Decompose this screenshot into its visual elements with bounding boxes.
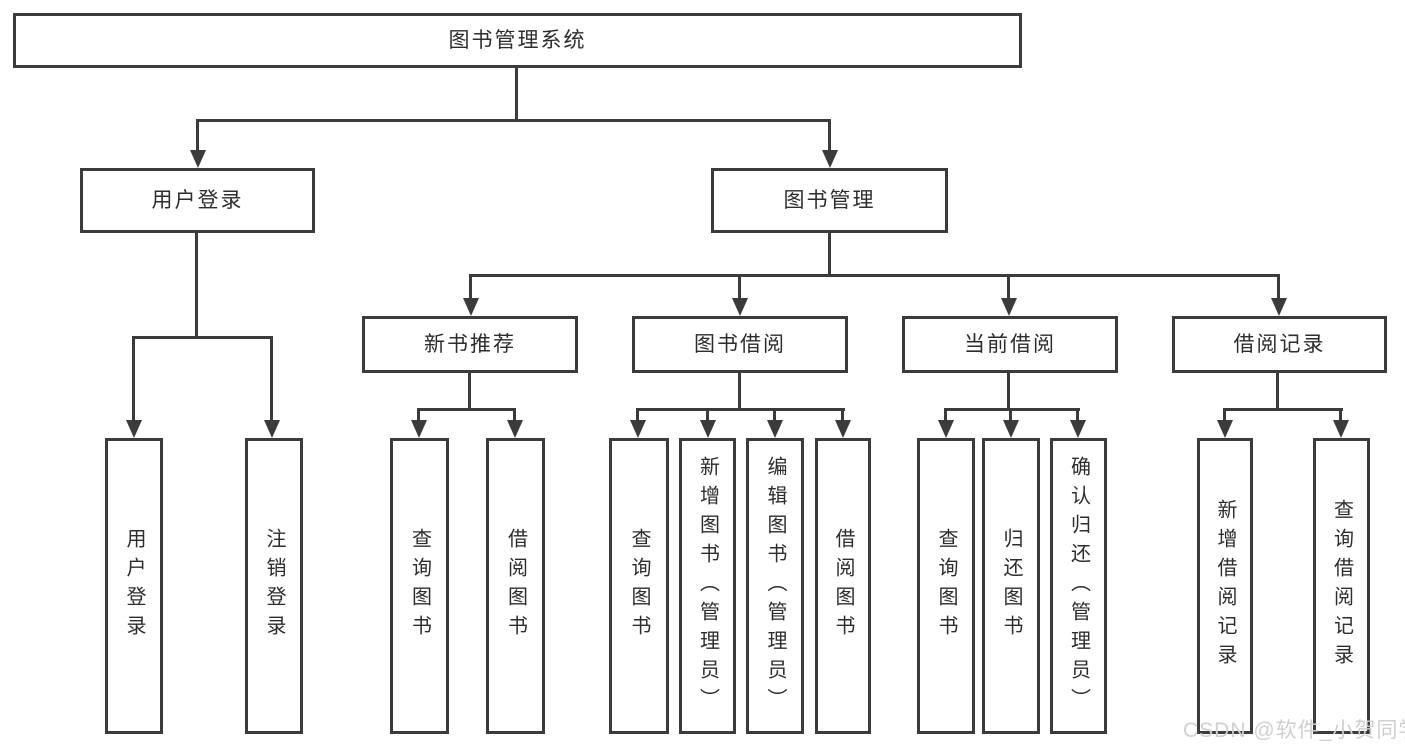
connector-line [270,338,273,420]
arrowhead-down-icon [1001,298,1017,316]
arrowhead-down-icon [463,298,479,316]
arrowhead-down-icon [1271,298,1287,316]
node-new-book-recommend: 新书推荐 [362,316,578,373]
connector-line [468,373,471,411]
connector-line [1009,410,1012,420]
connector-line [1276,373,1279,411]
leaf-query-books-recommend: 查询图书 [390,438,449,734]
connector-line [636,408,845,411]
node-label: 当前借阅 [964,333,1056,356]
leaf-borrow-books-recommend: 借阅图书 [486,438,545,734]
arrowhead-down-icon [126,420,142,438]
connector-line [828,121,831,150]
arrowhead-down-icon [411,420,427,438]
node-label: 查询图书 [408,528,431,644]
leaf-query-books-borrow: 查询图书 [609,438,669,734]
node-label: 确认归还（管理员） [1067,455,1090,717]
node-label: 用户登录 [151,189,244,212]
connector-line [841,410,844,420]
node-label: 借阅图书 [832,528,854,644]
connector-line [1076,410,1079,420]
node-label: 图书管理系统 [448,29,587,52]
connector-line [132,338,135,420]
node-label: 借阅记录 [1233,333,1326,356]
connector-line [1007,276,1010,298]
connector-line [1277,276,1280,298]
connector-line [1339,410,1342,420]
node-label: 借阅图书 [504,528,527,644]
connector-line [773,410,776,420]
connector-line [513,410,516,420]
node-label: 图书借阅 [694,333,786,356]
connector-line [706,410,709,420]
connector-line [196,121,199,150]
leaf-user-login: 用户登录 [105,438,163,734]
arrowhead-down-icon [1217,420,1233,438]
node-label: 新增借阅记录 [1214,499,1236,673]
arrowhead-down-icon [190,150,206,168]
connector-line [469,274,1280,277]
node-current-borrow: 当前借阅 [902,316,1118,373]
arrowhead-down-icon [938,420,954,438]
node-label: 编辑图书（管理员） [764,455,786,717]
leaf-logout: 注销登录 [245,438,303,734]
connector-line [828,233,831,277]
arrowhead-down-icon [835,420,851,438]
arrowhead-down-icon [822,150,838,168]
connector-line [515,68,518,122]
leaf-borrow-books: 借阅图书 [815,438,871,734]
node-library-system: 图书管理系统 [13,13,1022,68]
leaf-query-books-current: 查询图书 [917,438,975,734]
leaf-add-borrow-record: 新增借阅记录 [1197,438,1253,734]
connector-line [738,373,741,411]
arrowhead-down-icon [767,420,783,438]
csdn-watermark: CSDN @软件_小贺同学 [1183,719,1405,742]
arrowhead-down-icon [507,420,523,438]
node-label: 注销登录 [263,528,285,644]
node-label: 图书管理 [783,189,876,212]
node-label: 查询图书 [628,528,650,644]
arrowhead-down-icon [630,420,646,438]
node-user-login: 用户登录 [80,168,315,233]
node-label: 查询图书 [935,528,957,644]
arrowhead-down-icon [732,298,748,316]
node-label: 查询借阅记录 [1330,499,1353,673]
connector-line [195,232,198,339]
connector-line [417,408,516,411]
node-book-management: 图书管理 [711,168,948,233]
connector-line [1007,373,1010,411]
connector-line [738,276,741,298]
connector-line [196,119,831,122]
connector-line [636,410,639,420]
arrowhead-down-icon [700,420,716,438]
node-label: 归还图书 [1000,528,1022,644]
arrowhead-down-icon [1333,420,1349,438]
leaf-add-books-admin: 新增图书（管理员） [679,438,736,734]
node-book-borrow: 图书借阅 [632,316,848,373]
node-label: 新书推荐 [424,333,516,356]
connector-line [417,410,420,420]
connector-line [1223,410,1226,420]
arrowhead-down-icon [1070,420,1086,438]
leaf-query-borrow-record: 查询借阅记录 [1313,438,1370,734]
leaf-return-books: 归还图书 [982,438,1040,734]
leaf-edit-books-admin: 编辑图书（管理员） [746,438,804,734]
connector-line [1223,408,1343,411]
connector-line [469,276,472,298]
node-label: 新增图书（管理员） [696,455,719,717]
connector-line [944,408,1080,411]
leaf-confirm-return-admin: 确认归还（管理员） [1050,438,1107,734]
node-label: 用户登录 [123,528,145,644]
node-borrow-records: 借阅记录 [1172,316,1387,373]
arrowhead-down-icon [1003,420,1019,438]
connector-line [132,336,273,339]
connector-line [944,410,947,420]
arrowhead-down-icon [264,420,280,438]
